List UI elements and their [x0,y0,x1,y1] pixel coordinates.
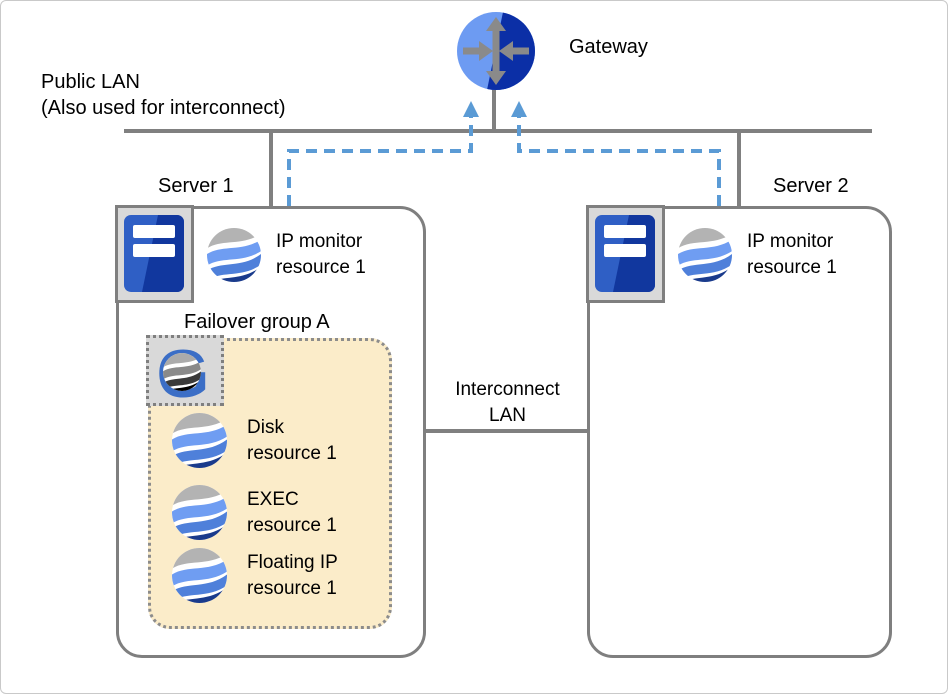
exec-resource-line1: EXEC [247,488,299,510]
floating-ip-resource-label: Floating IP resource 1 [247,550,338,602]
exec-resource-row: EXEC resource 1 [172,485,337,540]
public-lan-label-line2: (Also used for interconnect) [41,97,286,119]
interconnect-label: Interconnect LAN [432,377,583,429]
server2-ip-monitor-line1: IP monitor [747,231,834,252]
floating-ip-resource-line2: resource 1 [247,577,337,599]
server1-tower-icon-frame [115,205,194,303]
floating-ip-resource-row: Floating IP resource 1 [172,548,338,603]
wave-globe-icon [678,228,732,282]
failover-group-label: Failover group A [184,311,330,333]
interconnect-label-line1: Interconnect [455,379,560,400]
server-tower-icon [589,208,661,299]
server2-ip-monitor-label: IP monitor resource 1 [747,229,837,281]
server1-lan-drop-line [269,131,273,208]
floating-ip-resource-line1: Floating IP [247,551,338,573]
cluster-g-icon-frame [146,335,224,406]
server2-lan-drop-line [737,131,741,208]
server2-uplink-arrowhead [511,101,527,117]
public-lan-line [124,129,872,133]
wave-globe-icon [207,228,261,282]
gateway-router-icon [457,12,535,90]
disk-resource-row: Disk resource 1 [172,413,337,468]
server1-ip-monitor-label: IP monitor resource 1 [276,229,366,281]
interconnect-label-line2: LAN [489,405,526,426]
gateway-stem-line [492,87,496,131]
server2-tower-icon-frame [586,205,665,303]
cluster-g-icon [149,338,220,402]
public-lan-label-line1: Public LAN [41,71,140,93]
server1-label: Server 1 [158,175,234,197]
wave-globe-icon [172,548,227,603]
interconnect-line [425,429,590,433]
server1-ip-monitor-line2: resource 1 [276,257,366,278]
server2-ip-monitor-line2: resource 1 [747,257,837,278]
server1-ip-monitor-row: IP monitor resource 1 [207,228,366,282]
exec-resource-line2: resource 1 [247,514,337,536]
server2-ip-monitor-row: IP monitor resource 1 [678,228,837,282]
disk-resource-line1: Disk [247,416,284,438]
disk-resource-label: Disk resource 1 [247,415,337,467]
wave-globe-icon [172,413,227,468]
server-tower-icon [118,208,190,299]
wave-globe-icon [172,485,227,540]
disk-resource-line2: resource 1 [247,442,337,464]
public-lan-label: Public LAN (Also used for interconnect) [41,69,286,121]
server1-ip-monitor-line1: IP monitor [276,231,363,252]
server1-uplink-arrowhead [463,101,479,117]
exec-resource-label: EXEC resource 1 [247,487,337,539]
server2-label: Server 2 [773,175,849,197]
gateway-label: Gateway [569,36,648,58]
